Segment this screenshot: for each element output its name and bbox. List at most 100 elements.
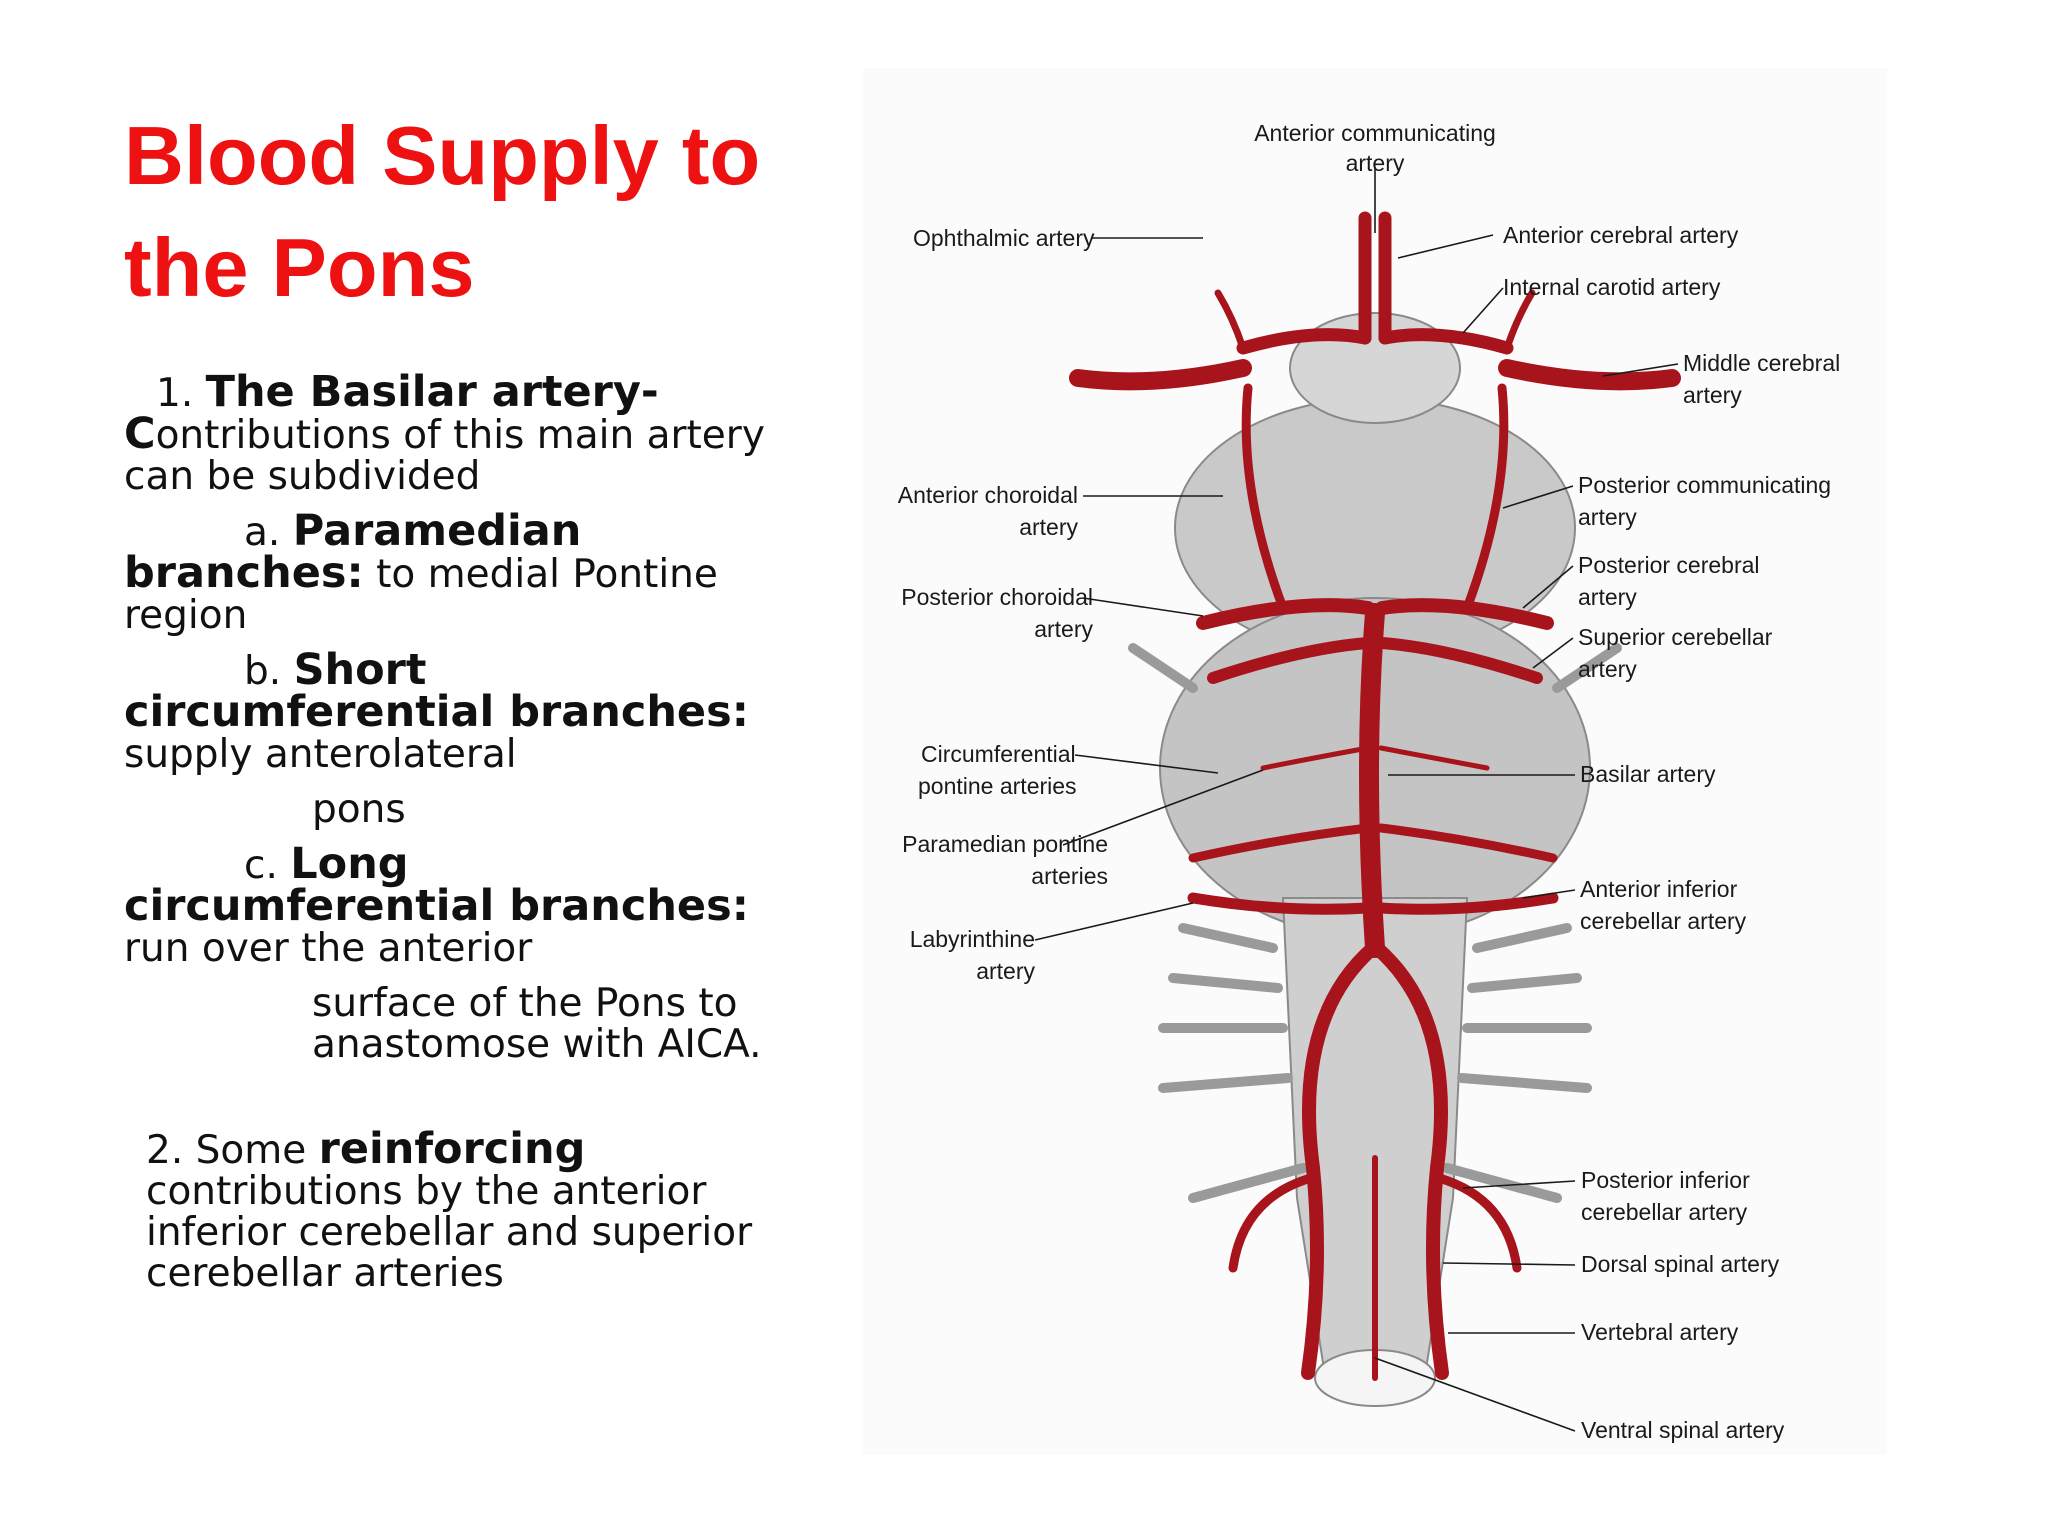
paramedian-branch-1 [1260,745,1371,771]
leader-pica [1462,1180,1576,1189]
item-basilar-cont: Contributions of this main artery can be… [124,413,784,498]
subitem-c-cont: surface of the Pons to anastomose with A… [124,983,784,1065]
label-post-comm-2: artery [1578,504,1637,530]
posterior-communicating-left [1241,383,1288,613]
label-pica-2: cerebellar artery [1581,1199,1748,1225]
leader-labyrinthine [1034,902,1194,941]
nerve-right-5 [1442,1163,1562,1203]
nerve-right-2 [1467,973,1582,993]
nerve-left-trigeminal [1128,643,1198,693]
label-dorsal-spinal: Dorsal spinal artery [1581,1251,1780,1277]
middle-cerebral-left [1069,359,1252,391]
leader-lines [1034,168,1679,1432]
subitem-text: supply anterolateral [124,732,517,777]
vertebral-right [1370,941,1449,1380]
label-ant-comm-1: Anterior communicating [1254,120,1496,146]
diagram-svg: Anterior communicating artery Ophthalmic… [898,120,1841,1443]
posterior-communicating-right [1462,383,1509,613]
item-number: 2. Some [146,1128,319,1173]
internal-carotid-right [1378,328,1514,355]
label-labyrinthine-2: artery [976,958,1035,984]
label-int-carotid: Internal carotid artery [1503,274,1721,300]
pica-right [1434,1173,1522,1273]
label-post-choroidal-1: Posterior choroidal [901,584,1093,610]
label-ant-choroidal-1: Anterior choroidal [898,482,1078,508]
subitem-bold: Short circumferential branches: [124,645,749,737]
subitem-c: c. Long circumferential branches: run ov… [124,843,784,971]
superior-cerebellar-left [1207,637,1374,684]
vertebral-left [1301,941,1380,1380]
label-aica-2: cerebellar artery [1580,908,1747,934]
label-labyrinthine-1: Labyrinthine [910,926,1035,952]
leader-paramedian [1062,769,1264,846]
item-text: contributions by the anterior inferior c… [146,1169,753,1296]
label-vertebral: Vertebral artery [1581,1319,1739,1345]
circumferential-left [1188,823,1373,863]
body-text: 1. The Basilar artery- Contributions of … [124,371,784,1296]
ophthalmic-right [1503,289,1536,352]
leader-post-cerebral [1522,565,1574,609]
item-bold: C [124,409,156,459]
label-post-cerebral-2: artery [1578,584,1637,610]
leader-ventral-spinal [1374,1357,1576,1432]
label-paramedian-2: arteries [1031,863,1108,889]
label-paramedian-1: Paramedian pontine [902,831,1108,857]
subitem-b: b. Short circumferential branches: suppl… [124,649,784,777]
label-sup-cerebellar-1: Superior cerebellar [1578,624,1773,650]
subitem-text: to medial Pontine region [124,552,718,638]
leader-aica [1522,889,1576,899]
label-circ-pontine-2: pontine arteries [918,773,1077,799]
label-aica-1: Anterior inferior [1580,876,1738,902]
ophthalmic-left [1214,289,1247,352]
paramedian-branch-2 [1378,745,1490,771]
slide-title: Blood Supply to the Pons [124,109,761,314]
nerve-left-1 [1178,923,1278,953]
aica-right [1375,892,1559,915]
superior-cerebellar-right [1376,637,1543,684]
label-basilar: Basilar artery [1580,761,1716,787]
item-bold: reinforcing [318,1124,586,1174]
label-mid-cerebral-1: Middle cerebral [1683,350,1840,376]
leader-int-carotid [1462,287,1504,334]
nerve-right-1 [1472,923,1572,953]
subitem-text: surface of the Pons to anastomose with A… [312,981,762,1067]
subitem-prefix: b. [244,649,294,694]
nerve-left-2 [1168,973,1283,993]
diagram-labels: Anterior communicating artery Ophthalmic… [898,120,1841,1443]
leader-ant-cerebral [1397,234,1494,259]
cranial-nerves [1128,643,1622,1203]
label-post-comm-1: Posterior communicating [1578,472,1831,498]
label-post-choroidal-2: artery [1034,616,1093,642]
label-ant-choroidal-2: artery [1019,514,1078,540]
label-pica-1: Posterior inferior [1581,1167,1750,1193]
nerve-right-trigeminal [1552,643,1622,693]
leader-circ-pontine [1074,754,1219,774]
label-circ-pontine-1: Circumferential [921,741,1076,767]
leader-sup-cerebellar [1532,637,1574,669]
subitem-bold: Long circumferential branches: [124,839,749,931]
label-ant-cerebral: Anterior cerebral artery [1503,222,1739,248]
subitem-text: run over the anterior [124,926,533,971]
basilar-artery [1359,603,1385,958]
label-sup-cerebellar-2: artery [1578,656,1637,682]
subitem-prefix: c. [244,843,291,888]
posterior-cerebral-right [1375,598,1554,630]
item-bold: The Basilar artery- [205,367,659,417]
leader-post-comm [1502,485,1574,509]
internal-carotid-left [1236,328,1372,355]
subitem-a: a. Paramedian branches: to medial Pontin… [124,510,784,638]
leader-mid-cerebral [1602,363,1679,377]
item-basilar: 1. The Basilar artery- [124,371,784,415]
nerve-left-4 [1158,1073,1293,1093]
nerve-right-4 [1457,1073,1592,1093]
leader-post-choroidal [1082,597,1204,617]
subitem-bold: Paramedian branches: [124,506,582,598]
subitem-b-cont: pons [312,787,406,832]
arteries [1069,211,1681,1381]
middle-cerebral-right [1498,359,1681,391]
brainstem-arteries-diagram: Anterior communicating artery Ophthalmic… [863,68,1887,1455]
pica-left [1228,1173,1316,1273]
label-ant-comm-2: artery [1346,150,1405,176]
label-mid-cerebral-2: artery [1683,382,1742,408]
label-post-cerebral-1: Posterior cerebral [1578,552,1760,578]
